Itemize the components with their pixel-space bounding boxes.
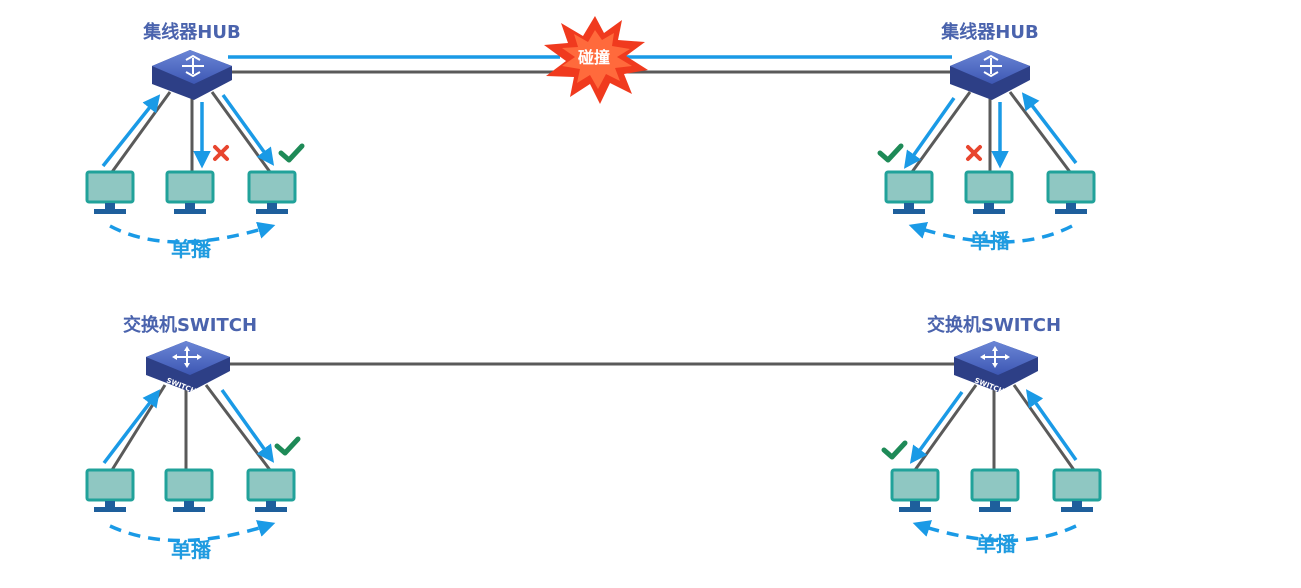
switch-right-check-icon (881, 440, 908, 460)
switch-left-pc1-monitor-icon (85, 468, 135, 512)
hub-left-check-icon (278, 143, 305, 163)
switch-left-check-icon (274, 436, 301, 456)
switch-right-title: 交换机SWITCH (927, 314, 1061, 336)
switch-right-unicast-arc (912, 520, 1077, 543)
switch-left-deliver-arrow (220, 388, 275, 463)
switch-right-pc1-monitor-icon (890, 468, 940, 512)
hub-right-cable-pc3 (1008, 91, 1072, 173)
hub-right-pc3-monitor-icon (1046, 170, 1096, 214)
switch-left-title: 交换机SWITCH (123, 314, 257, 336)
hub-right-unicast-arc (908, 222, 1073, 244)
hub-left-pc2-monitor-icon (165, 170, 215, 214)
hub-left-icon (152, 50, 232, 100)
hub-right-pc1-monitor-icon (884, 170, 934, 214)
hub-left-cable-pc1 (110, 91, 172, 173)
switch-right-pc3-monitor-icon (1052, 468, 1102, 512)
switch-right-cable-pc1 (913, 384, 978, 471)
switch-right-icon: SWITCH (954, 341, 1038, 396)
switch-left-cable-pc3 (204, 384, 272, 471)
collision-label: 碰撞 (578, 48, 610, 67)
hub-right-cable-pc1 (910, 91, 972, 173)
switch-left-cable-pc1 (110, 384, 167, 471)
hub-right-pc2-monitor-icon (964, 170, 1014, 214)
hub-left-cross-icon (213, 145, 229, 161)
hub-left-unicast-arc (109, 221, 276, 244)
switch-right-pc2-monitor-icon (970, 468, 1020, 512)
hub-right-send-arrow (1021, 92, 1078, 165)
hub-left-unicast-label: 单播 (171, 237, 212, 261)
collision-starburst-icon: 碰撞 (544, 16, 648, 104)
hub-left-pc1-monitor-icon (85, 170, 135, 214)
switch-right-cable-pc3 (1012, 384, 1076, 471)
hub-right-deliver-arrow (903, 96, 956, 169)
hub-left-send-arrow (101, 94, 161, 168)
switch-left-unicast-arc (109, 520, 276, 543)
switch-left-pc2-monitor-icon (164, 468, 214, 512)
switch-left-send-arrow (102, 389, 161, 465)
hub-left-title: 集线器HUB (142, 21, 240, 43)
hub-right-icon (950, 50, 1030, 100)
hub-right-check-icon (877, 143, 904, 163)
switch-left-unicast-label: 单播 (171, 538, 212, 562)
switch-right-send-arrow (1025, 389, 1078, 462)
switch-right-unicast-label: 单播 (976, 532, 1017, 556)
switch-left-icon: SWITCH (146, 341, 230, 396)
hub-right-unicast-label: 单播 (970, 229, 1011, 253)
hub-left-cable-pc3 (210, 91, 272, 173)
switch-right-deliver-arrow (909, 390, 964, 464)
hub-right-title: 集线器HUB (940, 21, 1038, 43)
hub-left-pc3-monitor-icon (247, 170, 297, 214)
switch-left-pc3-monitor-icon (246, 468, 296, 512)
hub-right-cross-icon (966, 145, 982, 161)
hub-left-deliver-arrow (221, 93, 275, 166)
